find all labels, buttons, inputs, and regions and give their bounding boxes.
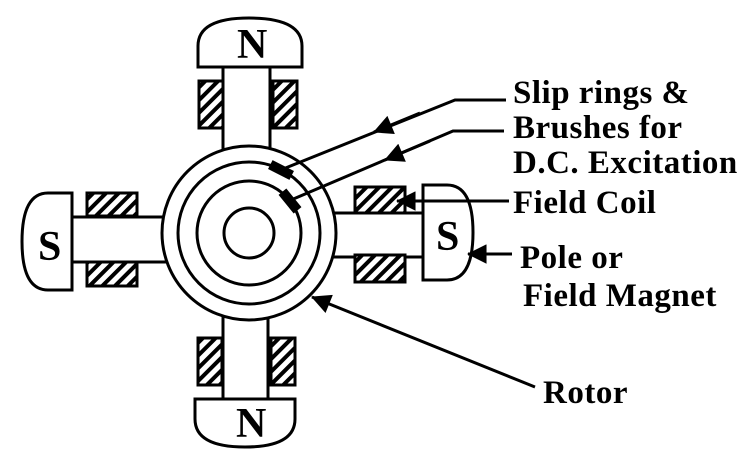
left-pole-label: S [38,224,61,270]
field-coil-bottom-right [269,336,297,387]
pole-magnet-label-line1: Pole or [520,240,623,276]
top-pole-magnet [196,16,304,69]
right-pole-magnet [421,183,475,282]
right-pole-label: S [436,214,459,260]
left-pole-magnet [20,191,74,292]
brush-arrow [384,139,431,162]
slip-rings-label-line1: Slip rings & [513,75,690,111]
brushes [268,160,302,214]
field-coil-left-top [85,191,139,218]
pole-magnet-label-line2: Field Magnet [523,278,717,314]
slip-ring-arrow [373,111,421,134]
rotor-arrow [311,294,536,389]
right-pole-stem [320,211,432,259]
shaft-circle [222,206,276,260]
leader-lines [282,98,536,389]
bottom-pole-stem [221,306,270,410]
field-coil-left-bottom [85,260,139,288]
field-coil-bottom-left [196,336,224,387]
callout-labels: Slip rings & Brushes for D.C. Excitation… [513,75,738,411]
top-pole-label: N [237,22,267,68]
field-coil-top-right [271,79,299,130]
brush-leader-line [290,129,504,202]
slip-ring-leader-line [282,98,506,171]
bottom-pole-label: N [236,401,266,447]
slip-rings-label-line3: D.C. Excitation [513,145,738,181]
brush-inner [278,188,302,214]
brush-outer [268,160,294,180]
rotor-label: Rotor [543,375,628,411]
slip-rings-label-line2: Brushes for [513,110,683,146]
bottom-pole-magnet [193,397,297,449]
field-coil-label: Field Coil [513,185,656,221]
field-coil-top-left [197,79,225,130]
field-coil-right-bottom [353,253,407,284]
rotor-assembly [160,144,338,322]
left-pole-stem [56,215,172,264]
pole-magnets [20,16,475,449]
pole-letters: N N S S [38,22,459,447]
